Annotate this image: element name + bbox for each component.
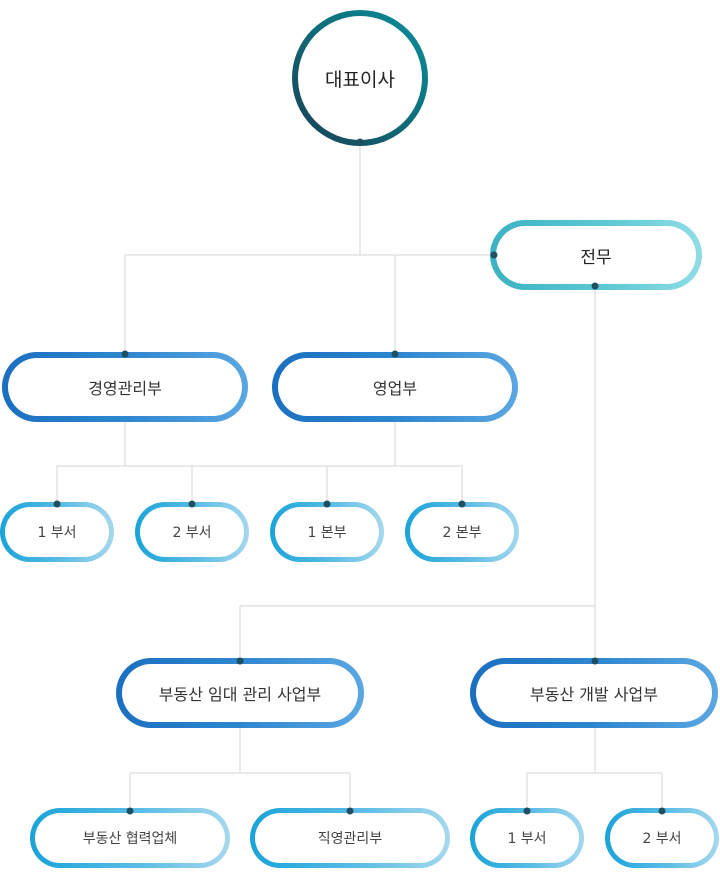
biz-rental-node: 부동산 임대 관리 사업부 [116,658,364,728]
exec-node: 전무 [490,220,702,290]
mgmt-sub1-node: 1 부서 [0,502,114,562]
ceo-label: 대표이사 [325,68,395,91]
biz-dev-label: 부동산 개발 사업부 [530,685,658,704]
connector-dot [323,500,331,508]
dept-sales-node: 영업부 [272,352,518,422]
dev-sub1-label: 1 부서 [507,831,547,847]
sales-sub2-node: 2 본부 [405,502,519,562]
connector-dot [188,500,196,508]
connector-dot [591,657,599,665]
sales-sub1-label: 1 본부 [307,525,347,541]
dept-mgmt-label: 경영관리부 [88,379,162,398]
ceo-node: 대표이사 [292,10,428,146]
connector-dot [523,807,531,815]
dev-sub2-label: 2 부서 [642,831,682,847]
exec-label: 전무 [580,247,612,268]
sales-sub2-label: 2 본부 [442,525,482,541]
connector-dot [591,282,599,290]
connector-dot [121,350,129,358]
mgmt-sub2-label: 2 부서 [172,525,212,541]
sales-sub1-node: 1 본부 [270,502,384,562]
connector-dot [126,807,134,815]
dev-sub2-node: 2 부서 [605,808,719,868]
connector-dot [658,807,666,815]
rental-sub2-node: 직영관리부 [250,808,450,868]
mgmt-sub2-node: 2 부서 [135,502,249,562]
connector-dot [458,500,466,508]
connector-dot [53,500,61,508]
dept-sales-label: 영업부 [372,379,418,398]
dev-sub1-node: 1 부서 [470,808,584,868]
rental-sub1-node: 부동산 협력업체 [30,808,230,868]
dept-mgmt-node: 경영관리부 [2,352,248,422]
connector-dot [391,350,399,358]
connector-dot [490,251,498,259]
rental-sub2-label: 직영관리부 [317,831,383,847]
connector-dot [236,657,244,665]
connector-dot [356,138,364,146]
biz-dev-node: 부동산 개발 사업부 [470,658,718,728]
connector-dot [346,807,354,815]
rental-sub1-label: 부동산 협력업체 [82,831,178,847]
mgmt-sub1-label: 1 부서 [37,525,77,541]
biz-rental-label: 부동산 임대 관리 사업부 [158,685,322,704]
